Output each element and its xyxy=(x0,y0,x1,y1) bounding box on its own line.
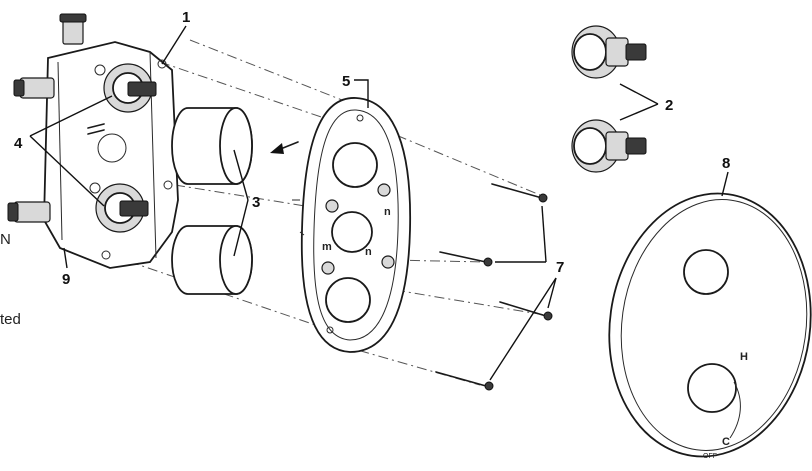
callout-9: 9 xyxy=(62,271,70,288)
trim-plate: H C OFF xyxy=(608,192,812,460)
plaster-guards xyxy=(171,107,253,295)
cropped-text-line-1: N xyxy=(0,231,11,248)
alignment-lines xyxy=(109,39,546,386)
cropped-text-line-2: ted xyxy=(0,311,21,328)
callout-8: 8 xyxy=(722,155,730,172)
callout-leaders xyxy=(29,25,729,381)
plate-mark-b: n xyxy=(365,246,372,258)
direction-arrow xyxy=(270,141,299,154)
callout-labels: 1 2 3 4 5 7 8 9 xyxy=(14,9,730,288)
callout-2: 2 xyxy=(665,97,673,114)
cartridges xyxy=(571,25,647,173)
mounting-screws xyxy=(435,183,553,391)
valve-body xyxy=(7,13,179,269)
plate-mark-a: n xyxy=(384,206,391,218)
callout-5: 5 xyxy=(342,73,350,90)
plate-mark-c: m xyxy=(322,241,332,253)
callout-1: 1 xyxy=(182,9,190,26)
trim-mark-off: OFF xyxy=(703,453,717,460)
callout-7: 7 xyxy=(556,259,564,276)
trim-mark-cold: C xyxy=(722,436,730,448)
callout-4: 4 xyxy=(14,135,23,152)
mounting-plate: n n m xyxy=(292,97,412,353)
trim-mark-hot: H xyxy=(740,351,748,363)
cropped-text: N ted xyxy=(0,231,21,328)
callout-3: 3 xyxy=(252,194,260,211)
